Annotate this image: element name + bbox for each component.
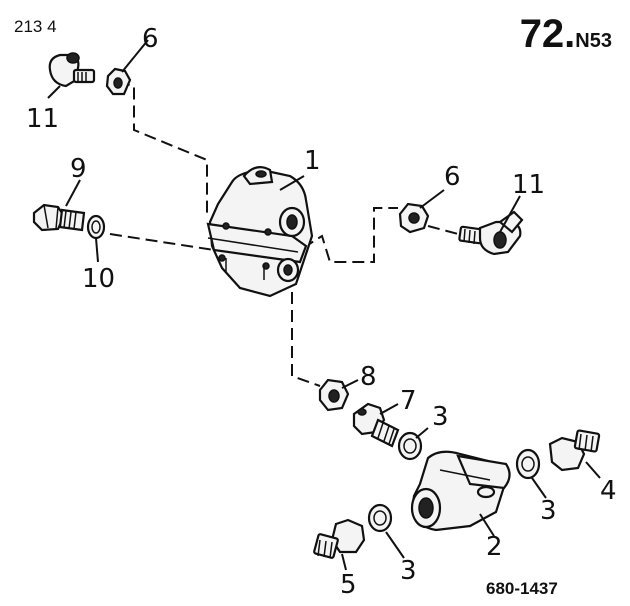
part-3-washer-b	[515, 448, 541, 480]
leader-11-left	[47, 85, 61, 99]
leader-2	[479, 513, 495, 537]
part-11-banjo-fitting-right	[458, 210, 524, 256]
leader-4	[585, 461, 601, 479]
drawing-code: 680-1437	[486, 579, 558, 598]
page-number-suffix: N53	[575, 30, 612, 52]
part-8-nut	[318, 378, 350, 412]
leader-1	[279, 175, 305, 191]
leader-6-left	[121, 39, 149, 73]
leader-9	[65, 179, 81, 207]
callout-3-upper: 3	[432, 402, 449, 432]
page-number-main: 72.	[519, 12, 576, 56]
leader-7	[379, 403, 399, 415]
part-5-plug	[313, 518, 366, 559]
page-number: 72.N53	[520, 14, 612, 54]
callout-4: 4	[600, 476, 617, 506]
part-9-bolt	[32, 203, 86, 232]
leader-6-right	[419, 189, 445, 209]
part-1-valve-housing	[206, 165, 314, 298]
leader-8	[341, 379, 359, 389]
leader-3c	[385, 531, 405, 559]
leader-3b	[531, 477, 547, 499]
callout-6-right: 6	[444, 162, 461, 192]
callout-8: 8	[360, 362, 377, 392]
part-2-connector-pipe	[410, 450, 511, 532]
reference-number: 213 4	[14, 17, 57, 36]
part-3-washer-a	[397, 431, 423, 461]
part-7-fitting	[352, 402, 400, 448]
callout-9: 9	[70, 154, 87, 184]
part-4-plug	[548, 429, 601, 472]
leader-5	[341, 553, 347, 571]
dashed-line-left-bolt	[109, 233, 215, 251]
dashed-line-top-left	[117, 81, 208, 214]
callout-10: 10	[82, 264, 116, 294]
dashed-line-right	[302, 207, 398, 263]
callout-6-left: 6	[142, 24, 159, 54]
callout-3-right: 3	[540, 496, 557, 526]
dashed-line-right-nut	[427, 225, 463, 236]
leader-11-right	[499, 195, 521, 233]
callout-7: 7	[400, 386, 417, 416]
part-10-washer	[86, 214, 106, 240]
callout-11-right: 11	[512, 170, 546, 200]
dashed-line-down	[291, 292, 321, 387]
leader-3a	[415, 427, 429, 439]
callout-1: 1	[304, 146, 321, 176]
part-3-washer-c	[367, 503, 393, 533]
part-6-nut-left	[105, 67, 132, 96]
callout-5: 5	[340, 570, 357, 600]
callout-11-left: 11	[26, 104, 60, 134]
leader-10	[95, 237, 99, 263]
part-6-nut-right	[398, 202, 430, 234]
callout-3-lower: 3	[400, 556, 417, 586]
callout-2: 2	[486, 532, 503, 562]
part-11-banjo-fitting-left	[48, 52, 96, 88]
